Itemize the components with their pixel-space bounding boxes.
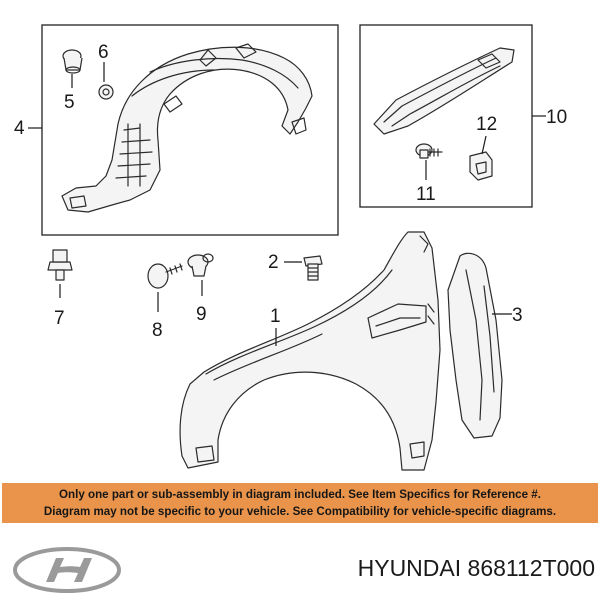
parts-diagram: 5 6 4 12 11 10 7 8 xyxy=(14,24,567,471)
leader-12 xyxy=(481,135,487,155)
callout-12: 12 xyxy=(476,114,497,135)
callout-10: 10 xyxy=(546,107,567,128)
callout-5: 5 xyxy=(64,92,75,113)
fender-liner-part xyxy=(61,43,313,213)
notice-banner: Only one part or sub-assembly in diagram… xyxy=(2,483,598,523)
liner-inset-frame xyxy=(41,24,339,236)
callout-2: 2 xyxy=(268,252,279,273)
notice-line-1: Only one part or sub-assembly in diagram… xyxy=(59,488,541,501)
callout-8: 8 xyxy=(152,320,163,341)
callout-3: 3 xyxy=(512,305,523,326)
bolt-part-2 xyxy=(303,255,323,281)
brand-name: HYUNDAI xyxy=(357,555,462,581)
screw-part-8 xyxy=(147,263,183,289)
side-garnish-part xyxy=(373,47,515,135)
callout-11: 11 xyxy=(416,184,436,205)
brand-part-number: HYUNDAI 868112T000 xyxy=(290,555,595,582)
bolt-part-7 xyxy=(47,249,73,281)
bolt-part-11 xyxy=(415,143,443,159)
washer-part xyxy=(98,84,114,100)
callout-9: 9 xyxy=(196,304,207,325)
grommet-part xyxy=(62,49,83,74)
callout-7: 7 xyxy=(54,308,65,329)
hyundai-logo-icon xyxy=(13,547,121,593)
callout-1: 1 xyxy=(270,306,281,327)
clip-part-12 xyxy=(469,151,493,181)
front-fender-part xyxy=(179,231,441,471)
callout-4: 4 xyxy=(14,118,25,139)
notice-line-2: Diagram may not be specific to your vehi… xyxy=(43,505,557,518)
callout-6: 6 xyxy=(98,42,109,63)
part-number: 868112T000 xyxy=(467,555,595,581)
push-clip-part-9 xyxy=(187,253,214,277)
fender-pad-part xyxy=(447,252,503,439)
